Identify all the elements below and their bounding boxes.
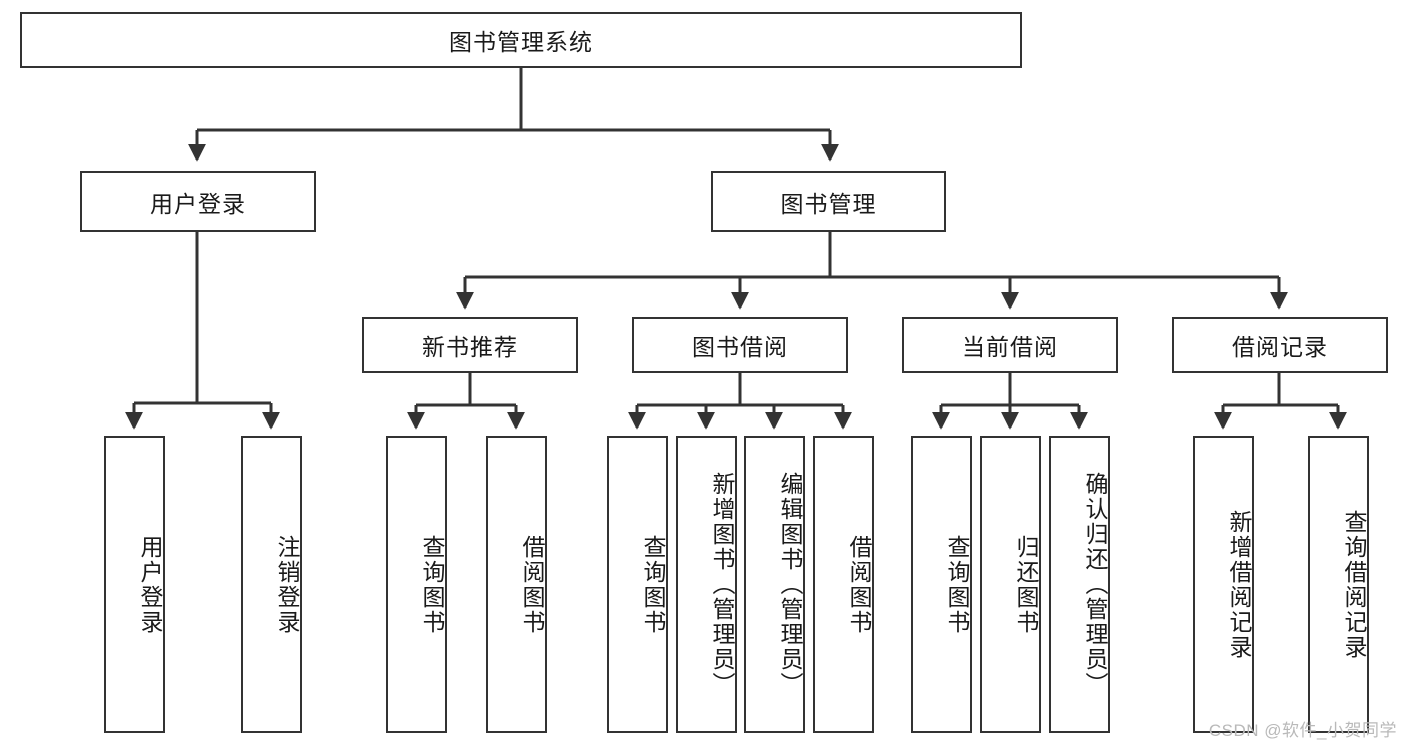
node-borrow-record-label: 借阅记录 xyxy=(1232,334,1328,360)
leaf-borrow-book-2[interactable]: 借阅图书 xyxy=(813,436,874,733)
leaf-add-book-label: 新增图书（管理员） xyxy=(709,472,735,697)
leaf-query-book-2-label: 查询图书 xyxy=(640,534,666,635)
node-book-borrow-label: 图书借阅 xyxy=(692,334,788,360)
leaf-borrow-book-1[interactable]: 借阅图书 xyxy=(486,436,547,733)
node-book-borrow[interactable]: 图书借阅 xyxy=(632,317,848,373)
leaf-edit-book[interactable]: 编辑图书（管理员） xyxy=(744,436,805,733)
node-book-manage[interactable]: 图书管理 xyxy=(711,171,946,232)
node-current-borrow-label: 当前借阅 xyxy=(962,334,1058,360)
leaf-add-record[interactable]: 新增借阅记录 xyxy=(1193,436,1254,733)
leaf-return-book-label: 归还图书 xyxy=(1013,534,1039,635)
leaf-query-book-1[interactable]: 查询图书 xyxy=(386,436,447,733)
leaf-user-login[interactable]: 用户登录 xyxy=(104,436,165,733)
leaf-query-record-label: 查询借阅记录 xyxy=(1341,509,1367,660)
node-new-book-recommend-label: 新书推荐 xyxy=(422,334,518,360)
leaf-borrow-book-2-label: 借阅图书 xyxy=(846,534,872,635)
leaf-confirm-return-label: 确认归还（管理员） xyxy=(1082,472,1108,697)
leaf-logout-login[interactable]: 注销登录 xyxy=(241,436,302,733)
leaf-edit-book-label: 编辑图书（管理员） xyxy=(777,472,803,697)
node-user-login-label: 用户登录 xyxy=(150,190,246,217)
leaf-confirm-return[interactable]: 确认归还（管理员） xyxy=(1049,436,1110,733)
leaf-return-book[interactable]: 归还图书 xyxy=(980,436,1041,733)
leaf-user-login-label: 用户登录 xyxy=(137,534,163,635)
leaf-logout-login-label: 注销登录 xyxy=(274,534,300,635)
leaf-query-book-2[interactable]: 查询图书 xyxy=(607,436,668,733)
watermark: CSDN @软件_小贺同学 xyxy=(1208,721,1397,740)
leaf-query-book-3[interactable]: 查询图书 xyxy=(911,436,972,733)
node-root[interactable]: 图书管理系统 xyxy=(20,12,1022,68)
leaf-borrow-book-1-label: 借阅图书 xyxy=(519,534,545,635)
leaf-query-book-3-label: 查询图书 xyxy=(944,534,970,635)
leaf-query-book-1-label: 查询图书 xyxy=(419,534,445,635)
leaf-query-record[interactable]: 查询借阅记录 xyxy=(1308,436,1369,733)
node-borrow-record[interactable]: 借阅记录 xyxy=(1172,317,1388,373)
leaf-add-record-label: 新增借阅记录 xyxy=(1226,509,1252,660)
node-current-borrow[interactable]: 当前借阅 xyxy=(902,317,1118,373)
node-root-label: 图书管理系统 xyxy=(449,29,593,55)
node-new-book-recommend[interactable]: 新书推荐 xyxy=(362,317,578,373)
node-book-manage-label: 图书管理 xyxy=(780,190,877,217)
node-user-login[interactable]: 用户登录 xyxy=(80,171,316,232)
leaf-add-book[interactable]: 新增图书（管理员） xyxy=(676,436,737,733)
